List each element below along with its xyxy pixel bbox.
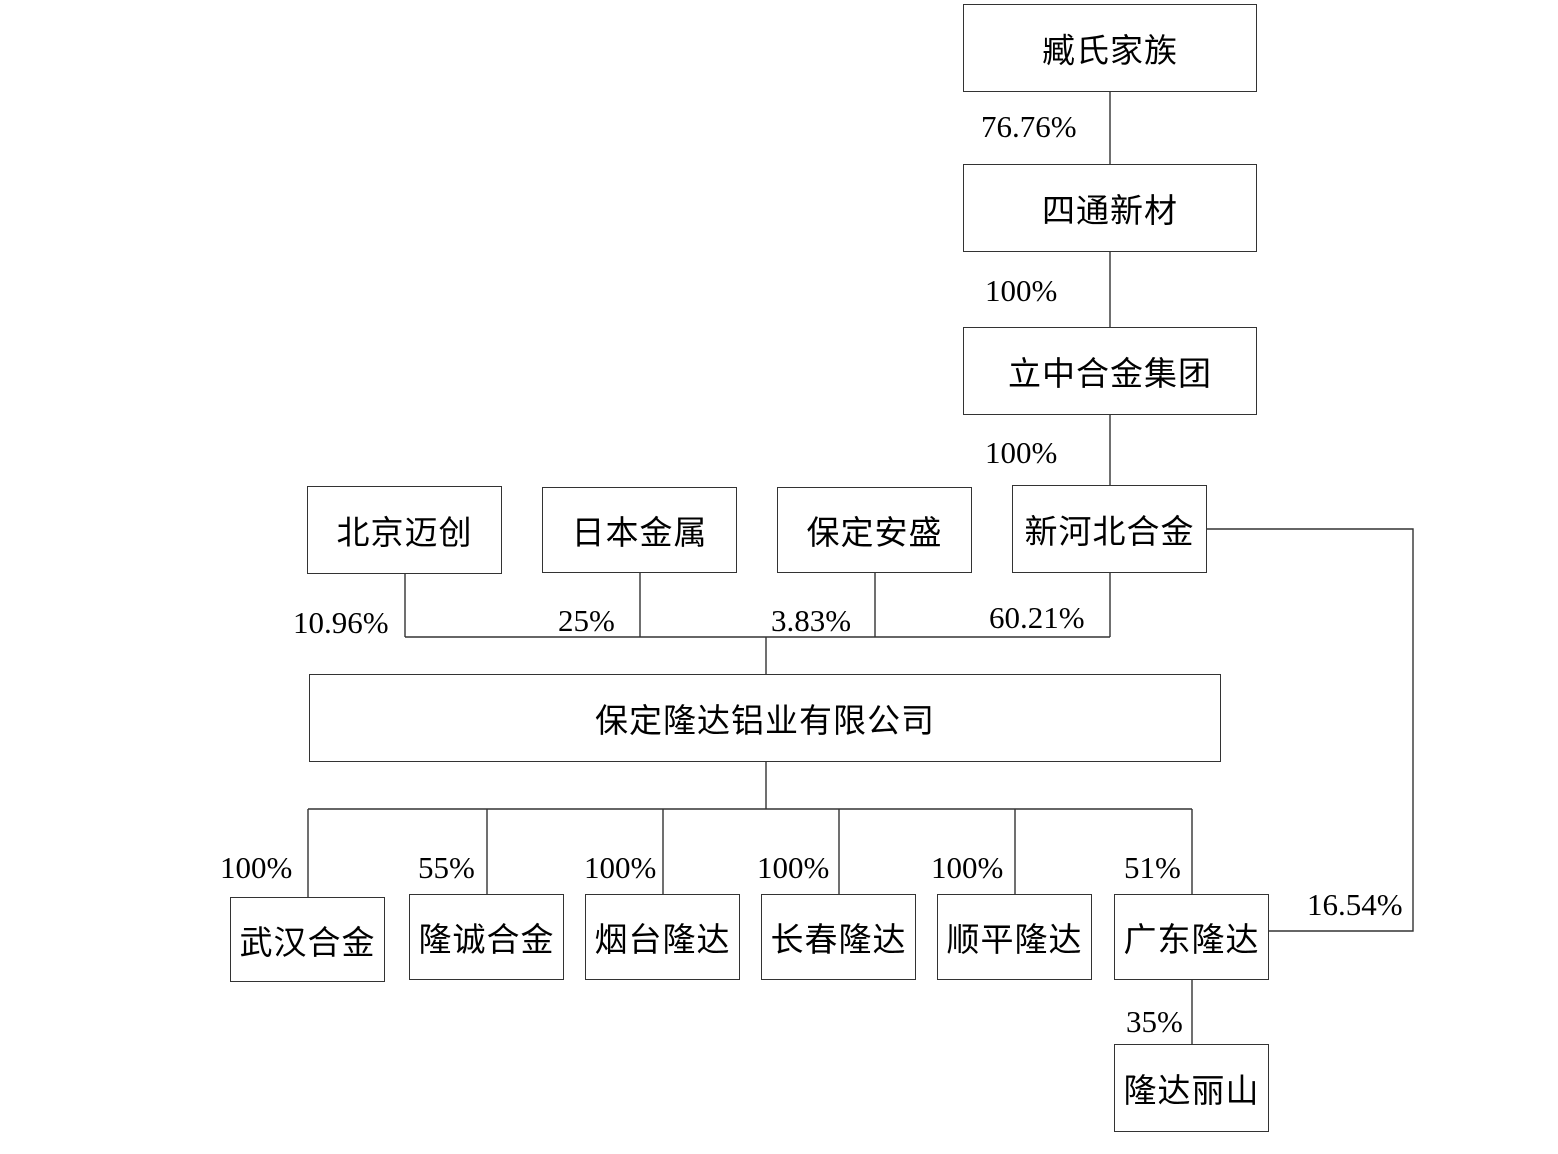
pct-xinhebei-to-guangdong: 16.54% [1307, 887, 1403, 922]
node-lizhong: 立中合金集团 [963, 327, 1257, 415]
node-yantai: 烟台隆达 [585, 894, 740, 980]
node-longcheng: 隆诚合金 [409, 894, 564, 980]
node-xin-hebei: 新河北合金 [1012, 485, 1207, 573]
pct-ansheng-to-baoding: 3.83% [771, 603, 852, 638]
pct-xinhebei-to-baoding: 60.21% [989, 600, 1085, 635]
pct-lizhong-to-xinhebei: 100% [985, 435, 1058, 470]
pct-zang-to-sitong: 76.76% [981, 109, 1077, 144]
node-shunping: 顺平隆达 [937, 894, 1092, 980]
pct-baoding-to-guangdong: 51% [1124, 850, 1181, 885]
node-baoding-ansheng: 保定安盛 [777, 487, 972, 573]
pct-baoding-to-changchun: 100% [757, 850, 830, 885]
pct-baoding-to-yantai: 100% [584, 850, 657, 885]
node-baoding-longda: 保定隆达铝业有限公司 [309, 674, 1221, 762]
pct-baoding-to-wuhan: 100% [220, 850, 293, 885]
pct-sitong-to-lizhong: 100% [985, 273, 1058, 308]
node-beijing-maichuang: 北京迈创 [307, 486, 502, 574]
pct-riben-to-baoding: 25% [558, 603, 615, 638]
node-lishan: 隆达丽山 [1114, 1044, 1269, 1132]
node-guangdong: 广东隆达 [1114, 894, 1269, 980]
pct-guangdong-to-lishan: 35% [1126, 1004, 1183, 1039]
node-riben-jinshu: 日本金属 [542, 487, 737, 573]
pct-baoding-to-shunping: 100% [931, 850, 1004, 885]
node-wuhan: 武汉合金 [230, 897, 385, 982]
node-sitong: 四通新材 [963, 164, 1257, 252]
pct-beijing-to-baoding: 10.96% [293, 605, 389, 640]
line-xinhebei-to-guangdong [1207, 528, 1414, 932]
node-zang-family: 臧氏家族 [963, 4, 1257, 92]
node-changchun: 长春隆达 [761, 894, 916, 980]
pct-baoding-to-longcheng: 55% [418, 850, 475, 885]
